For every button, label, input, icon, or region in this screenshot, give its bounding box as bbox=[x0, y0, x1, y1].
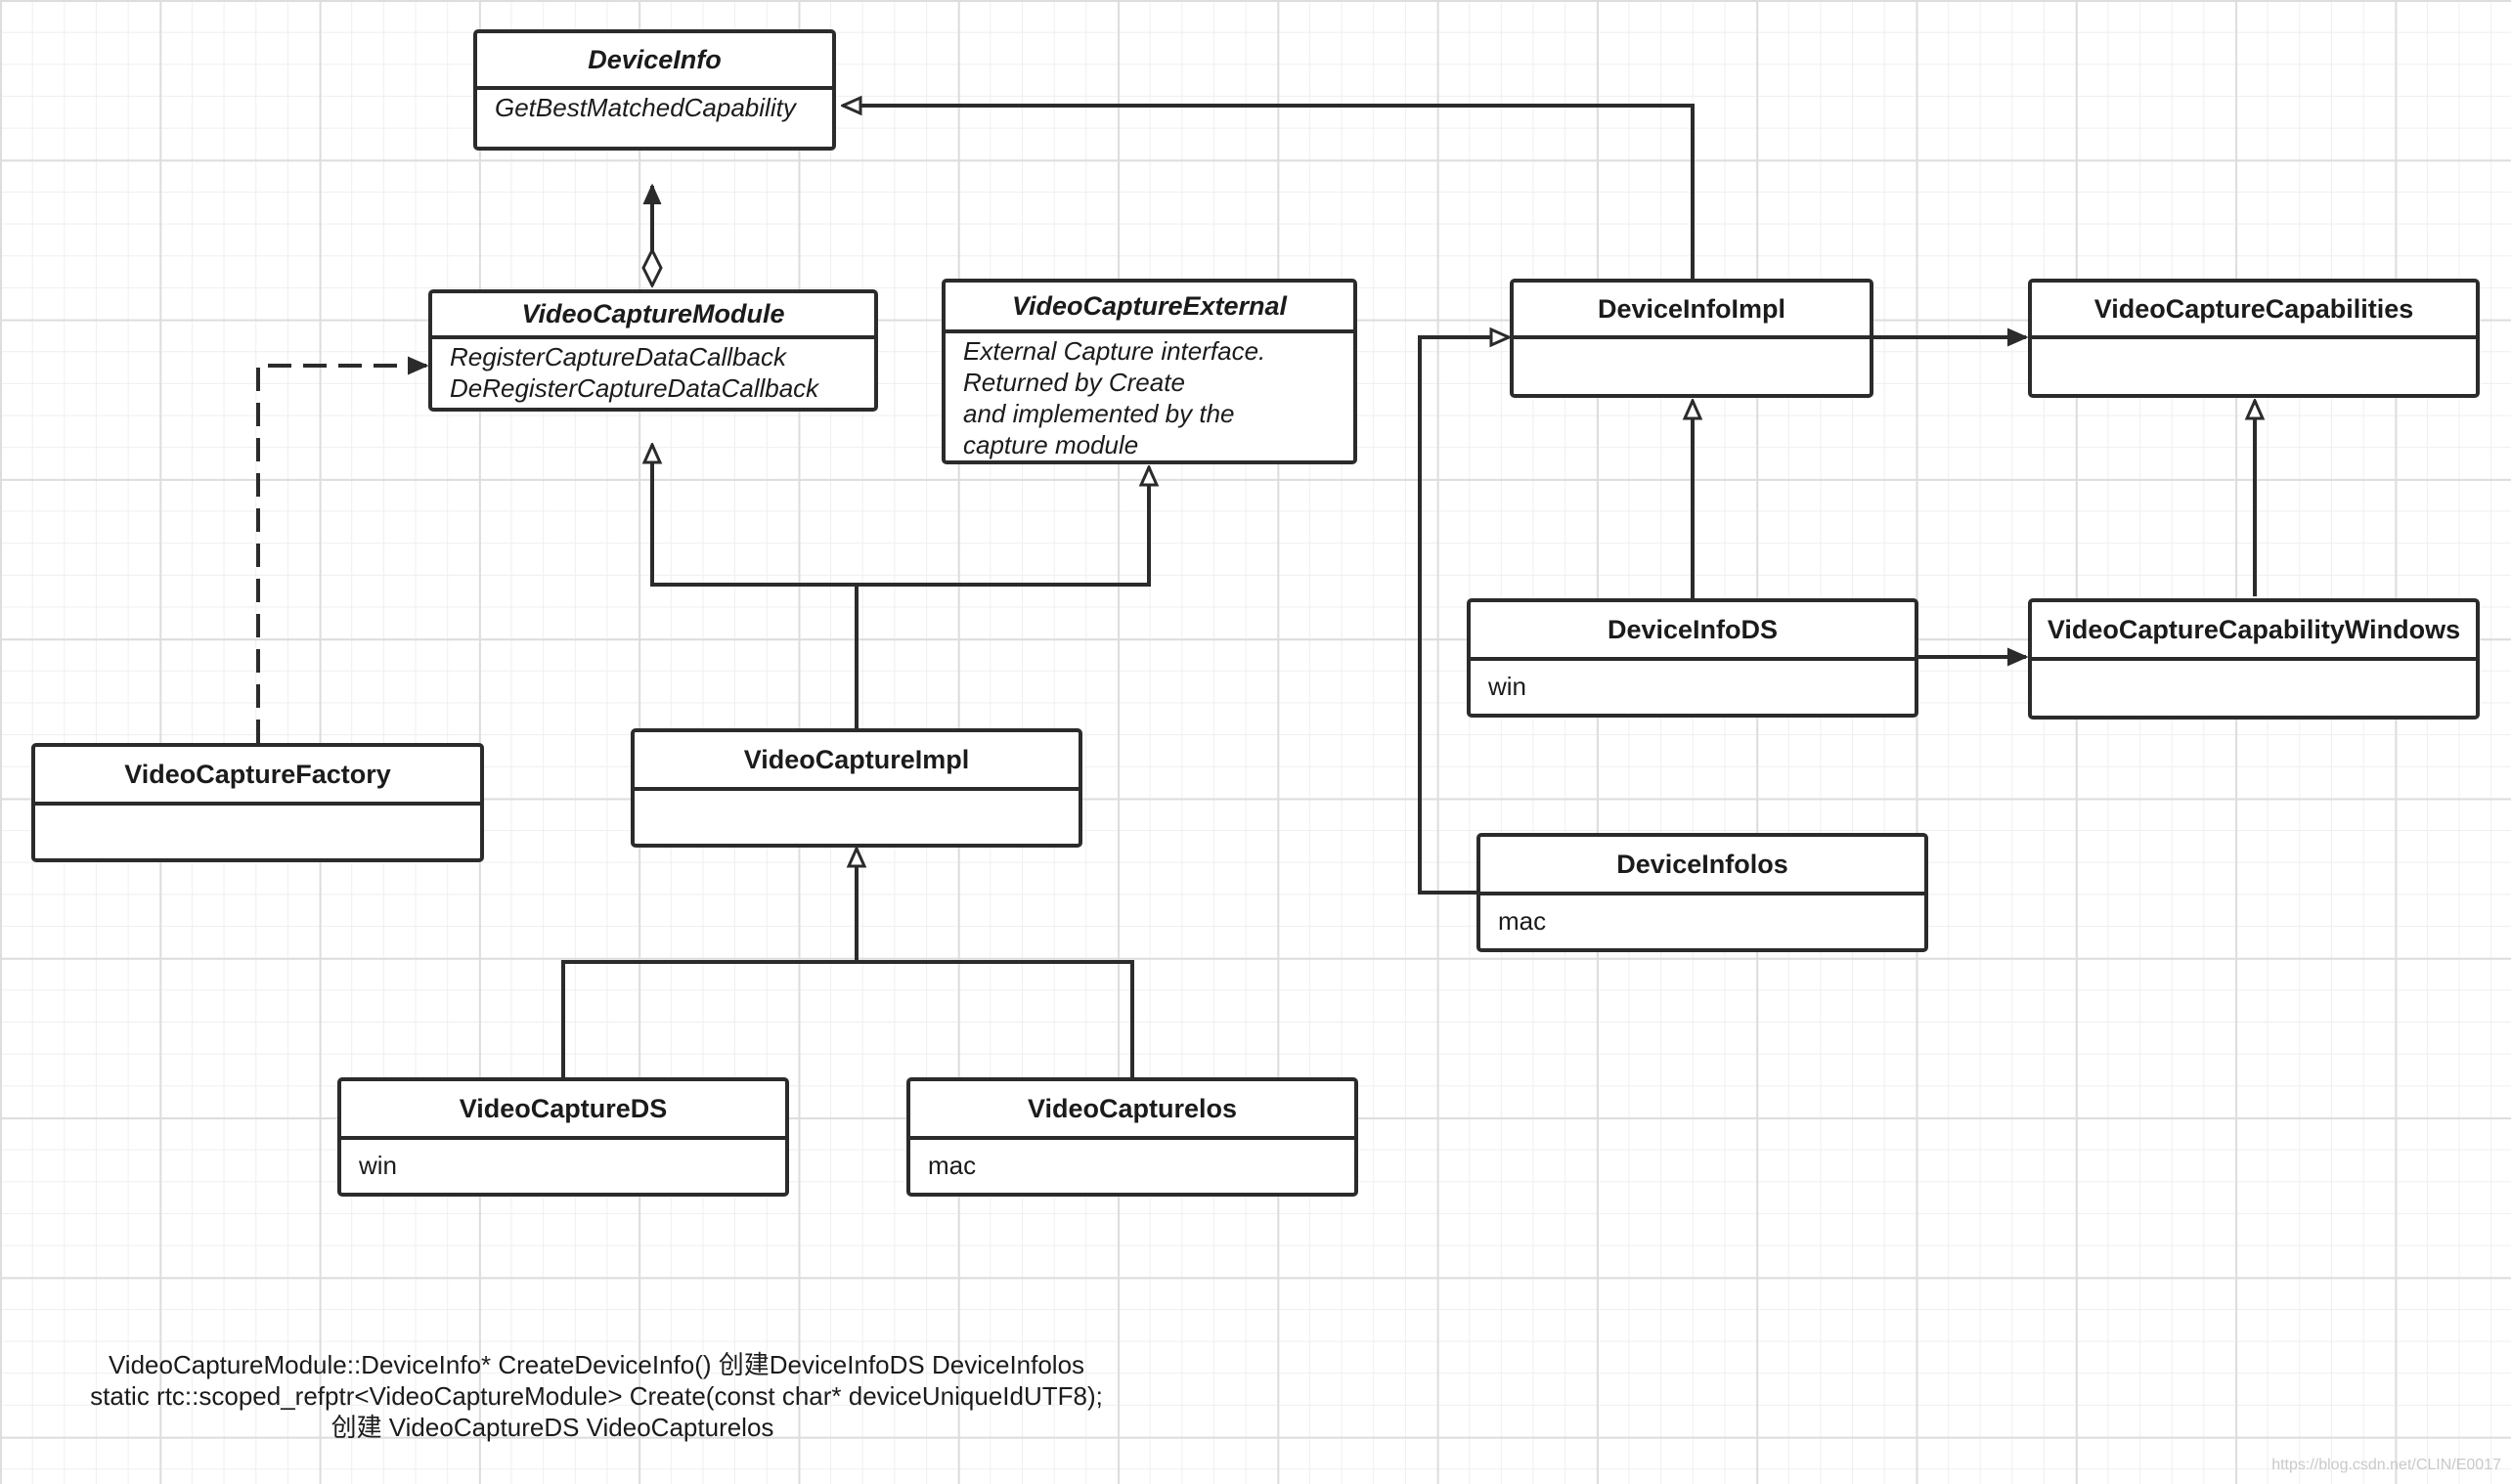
class-videocapturemodule: VideoCaptureModule RegisterCaptureDataCa… bbox=[428, 289, 878, 412]
class-name: VideoCapturelos bbox=[910, 1081, 1354, 1140]
class-description: External Capture interface. Returned by … bbox=[963, 336, 1266, 459]
note-line-2: static rtc::scoped_refptr<VideoCaptureMo… bbox=[90, 1381, 1103, 1411]
class-methods: GetBestMatchedCapability bbox=[495, 93, 796, 122]
class-methods: RegisterCaptureDataCallback DeRegisterCa… bbox=[450, 342, 819, 403]
api-note: VideoCaptureModule::DeviceInfo* CreateDe… bbox=[59, 1349, 1134, 1443]
class-body bbox=[635, 791, 1079, 844]
class-name: VideoCaptureCapabilityWindows bbox=[2032, 602, 2476, 661]
class-name: VideoCaptureCapabilities bbox=[2032, 283, 2476, 339]
class-name: DeviceInfoImpl bbox=[1514, 283, 1870, 339]
class-body bbox=[2032, 339, 2476, 394]
class-body bbox=[35, 806, 480, 858]
class-name: VideoCaptureImpl bbox=[635, 732, 1079, 791]
watermark: https://blog.csdn.net/CLIN/E0017 bbox=[2271, 1457, 2501, 1473]
edge-deviceinfoimpl-to-deviceinfo bbox=[843, 106, 1695, 279]
edge-ds-ios-branch bbox=[561, 960, 1134, 1077]
edge-factory-to-module bbox=[256, 366, 426, 743]
class-name: VideoCaptureExternal bbox=[946, 283, 1353, 333]
class-deviceinfo: DeviceInfo GetBestMatchedCapability bbox=[473, 29, 836, 151]
edge-impl-to-module bbox=[652, 445, 857, 587]
class-name: DeviceInfo bbox=[477, 33, 832, 90]
class-deviceinfoimpl: DeviceInfoImpl bbox=[1510, 279, 1873, 398]
class-deviceinfoios: DeviceInfolos mac bbox=[1476, 833, 1928, 952]
class-videocaptureexternal: VideoCaptureExternal External Capture in… bbox=[942, 279, 1357, 464]
class-name: DeviceInfoDS bbox=[1471, 602, 1915, 661]
class-videocapturecapabilities: VideoCaptureCapabilities bbox=[2028, 279, 2480, 398]
class-videocaptureimpl: VideoCaptureImpl bbox=[631, 728, 1082, 848]
class-body bbox=[2032, 661, 2476, 716]
class-videocapturefactory: VideoCaptureFactory bbox=[31, 743, 484, 862]
class-name: VideoCaptureModule bbox=[432, 293, 874, 339]
class-videocapturecapabilitywindows: VideoCaptureCapabilityWindows bbox=[2028, 598, 2480, 720]
class-name: VideoCaptureFactory bbox=[35, 747, 480, 806]
class-deviceinfods: DeviceInfoDS win bbox=[1467, 598, 1918, 718]
edge-deviceinfoios-to-deviceinfoimpl bbox=[1418, 337, 1509, 895]
class-name: DeviceInfolos bbox=[1480, 837, 1924, 895]
class-name: VideoCaptureDS bbox=[341, 1081, 785, 1140]
class-videocaptureds: VideoCaptureDS win bbox=[337, 1077, 789, 1197]
class-platform: win bbox=[1488, 672, 1527, 701]
class-platform: mac bbox=[1498, 906, 1547, 936]
class-platform: win bbox=[359, 1151, 398, 1180]
class-body bbox=[1514, 339, 1870, 394]
note-line-1: VideoCaptureModule::DeviceInfo* CreateDe… bbox=[108, 1350, 1085, 1379]
note-line-3: 创建 VideoCaptureDS VideoCapturelos bbox=[330, 1413, 774, 1442]
class-platform: mac bbox=[928, 1151, 977, 1180]
class-videocaptureios: VideoCapturelos mac bbox=[906, 1077, 1358, 1197]
edge-impl-to-external bbox=[857, 467, 1149, 587]
